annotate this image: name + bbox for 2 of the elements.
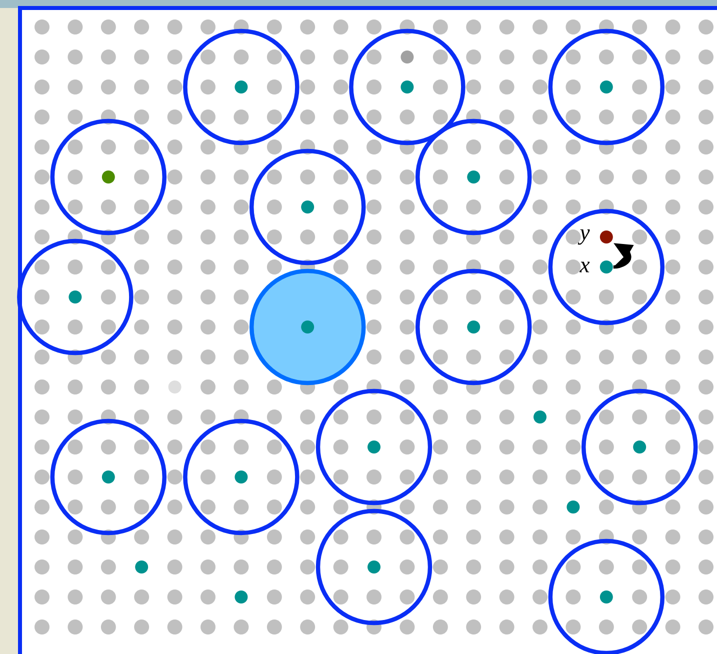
variable-label: y: [578, 229, 590, 245]
variable-label: x: [579, 262, 590, 272]
